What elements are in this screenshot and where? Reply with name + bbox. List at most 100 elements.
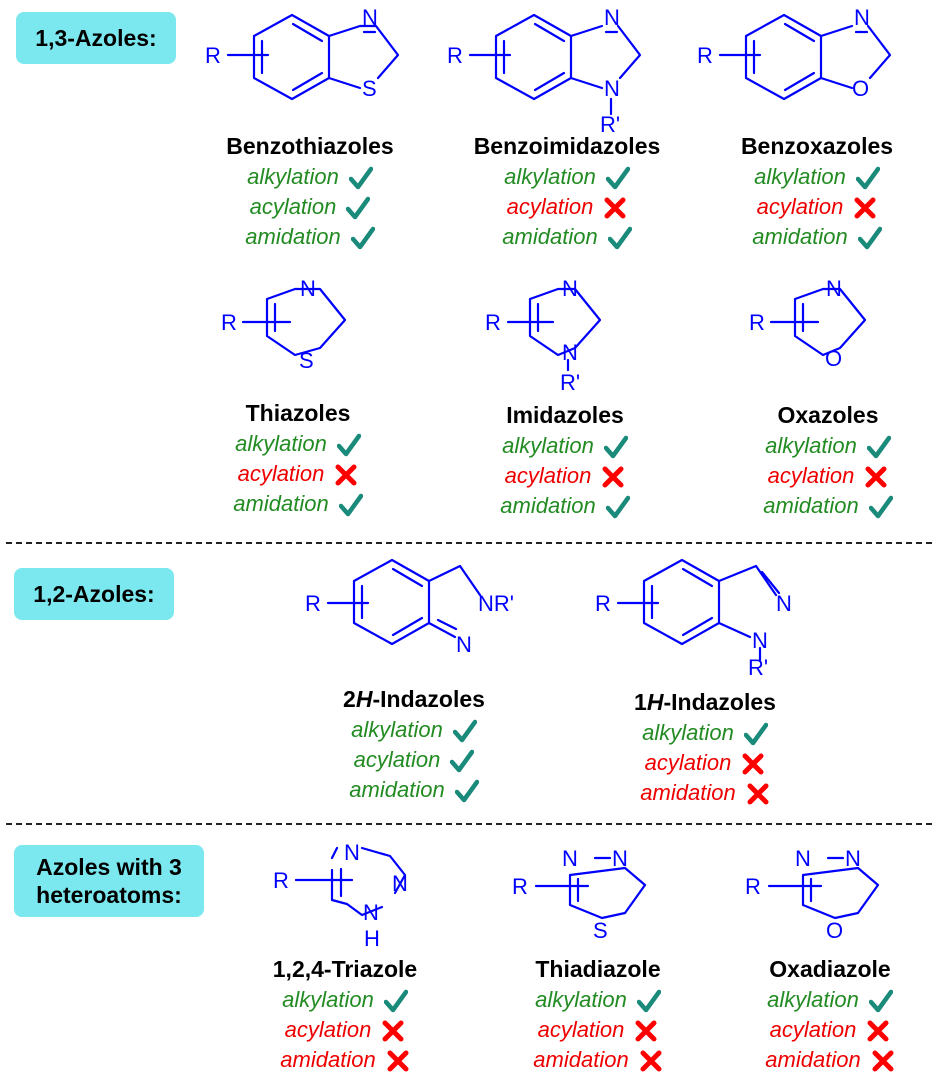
reaction-label: alkylation <box>351 717 443 742</box>
check-icon <box>452 719 477 743</box>
check-icon <box>868 495 893 519</box>
check-icon <box>605 495 630 519</box>
reaction-row-amidation: amidation <box>294 775 534 805</box>
reaction-row-amidation: amidation <box>478 1045 718 1075</box>
compound-name: 1H-Indazoles <box>585 686 825 718</box>
compound-name: 2H-Indazoles <box>294 683 534 715</box>
oxazole-structure: R N O <box>749 276 867 371</box>
reaction-label: alkylation <box>282 987 374 1012</box>
check-icon <box>866 435 891 459</box>
name-suffix: -Indazoles <box>372 686 485 712</box>
reaction-row-amidation: amidation <box>178 489 418 519</box>
reaction-row-alkylation: alkylation <box>447 162 687 192</box>
reaction-label: amidation <box>245 224 341 249</box>
reaction-row-acylation: acylation <box>190 192 430 222</box>
reaction-label: amidation <box>752 224 848 249</box>
cross-icon <box>865 466 887 488</box>
reaction-label: amidation <box>765 1047 861 1072</box>
reaction-label: alkylation <box>642 720 734 745</box>
cross-icon <box>867 1020 889 1042</box>
r-substituent-label: R <box>512 874 528 899</box>
cross-icon <box>335 464 357 486</box>
check-icon <box>450 749 475 773</box>
r-prime-substituent-label: R' <box>748 655 768 680</box>
reaction-row-acylation: acylation <box>225 1015 465 1045</box>
name-suffix: -Indazoles <box>663 689 776 715</box>
check-icon <box>636 989 661 1013</box>
check-icon <box>383 989 408 1013</box>
cross-icon <box>854 197 876 219</box>
nitrogen-atom-label: N <box>362 5 378 30</box>
reaction-label: amidation <box>500 493 596 518</box>
reaction-row-acylation: acylation <box>710 1015 938 1045</box>
reaction-row-acylation: acylation <box>447 192 687 222</box>
check-icon <box>868 989 893 1013</box>
reaction-label: amidation <box>502 224 598 249</box>
section-divider <box>6 823 932 825</box>
r-prime-substituent-label: R' <box>560 370 580 395</box>
name-italic-h: H <box>355 686 373 712</box>
nitrogen-atom-label: N <box>795 846 811 871</box>
sulfur-atom-label: S <box>593 918 608 943</box>
r-substituent-label: R <box>697 43 713 68</box>
nitrogen-atom-label: N <box>300 276 316 301</box>
reaction-row-amidation: amidation <box>697 222 937 252</box>
nitrogen-atom-label: N <box>562 276 578 301</box>
name-prefix: 1 <box>634 689 647 715</box>
cross-icon <box>635 1020 657 1042</box>
1h-indazole-structure: R N N R' <box>595 558 792 680</box>
reaction-label: amidation <box>280 1047 376 1072</box>
section-header-1-2-azoles: 1,2-Azoles: <box>14 568 174 620</box>
compound-name: Benzothiazoles <box>226 133 394 159</box>
cross-icon <box>602 466 624 488</box>
benzoxazole-structure: R N O <box>697 5 892 101</box>
reaction-label: alkylation <box>767 987 859 1012</box>
r-substituent-label: R <box>485 310 501 335</box>
nitrogen-atom-label: N <box>826 276 842 301</box>
r-substituent-label: R <box>447 43 463 68</box>
reaction-row-alkylation: alkylation <box>710 985 938 1015</box>
reaction-row-alkylation: alkylation <box>708 431 938 461</box>
reaction-row-alkylation: alkylation <box>585 718 825 748</box>
reaction-row-amidation: amidation <box>710 1045 938 1075</box>
reaction-row-acylation: acylation <box>294 745 534 775</box>
reaction-row-alkylation: alkylation <box>445 431 685 461</box>
check-icon <box>336 433 361 457</box>
reaction-row-acylation: acylation <box>178 459 418 489</box>
2h-indazole-structure: R NR' N <box>305 558 514 657</box>
reaction-row-amidation: amidation <box>225 1045 465 1075</box>
compound-name: Oxadiazole <box>769 956 891 982</box>
reaction-row-alkylation: alkylation <box>225 985 465 1015</box>
reaction-label: alkylation <box>504 164 596 189</box>
imidazole-structure: R N N R' <box>485 276 602 395</box>
reaction-row-alkylation: alkylation <box>178 429 418 459</box>
check-icon <box>348 166 373 190</box>
nitrogen-atom-label: N <box>392 871 408 896</box>
r-prime-substituent-label: R' <box>600 112 620 137</box>
check-icon <box>857 226 882 250</box>
nitrogen-atom-label: N <box>845 846 861 871</box>
reaction-label: acylation <box>284 1017 372 1042</box>
nitrogen-atom-label: N <box>752 628 768 653</box>
cross-icon <box>604 197 626 219</box>
nitrogen-atom-label: N <box>604 5 620 30</box>
reaction-row-acylation: acylation <box>708 461 938 491</box>
section-divider <box>6 542 932 544</box>
r-substituent-label: R <box>595 591 611 616</box>
reaction-label: acylation <box>537 1017 625 1042</box>
reaction-label: acylation <box>767 463 855 488</box>
reaction-row-amidation: amidation <box>447 222 687 252</box>
check-icon <box>607 226 632 250</box>
reaction-row-alkylation: alkylation <box>294 715 534 745</box>
section-header-3-heteroatoms: Azoles with 3 heteroatoms: <box>14 845 204 917</box>
reaction-row-amidation: amidation <box>190 222 430 252</box>
